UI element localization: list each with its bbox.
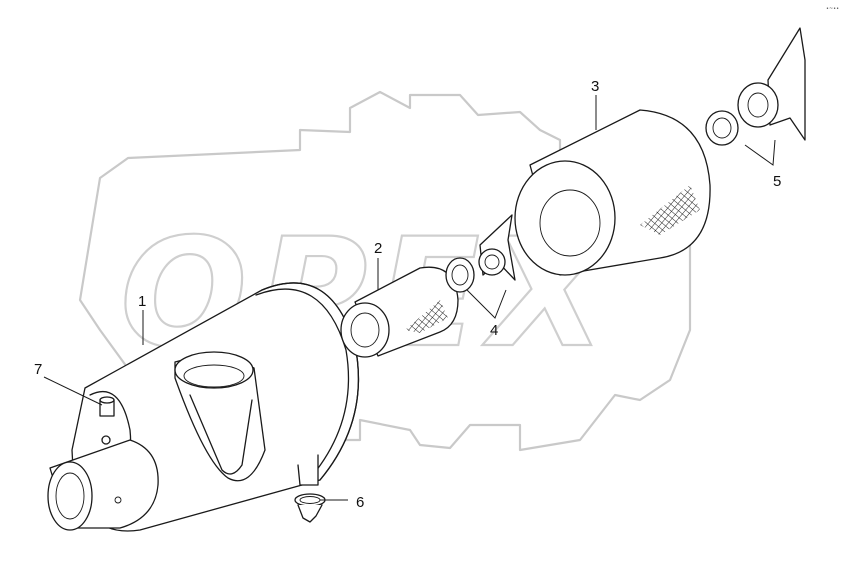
leader-5: [744, 139, 776, 166]
part-2-inner-filter: [340, 266, 459, 358]
callout-1: 1: [138, 293, 146, 310]
callout-labels: 1 2 3 4 5 6 7: [34, 78, 781, 511]
leader-4: [466, 289, 507, 319]
corner-mark: •~••: [826, 6, 839, 12]
callout-3: 3: [591, 78, 599, 95]
callout-5: 5: [773, 173, 781, 190]
part-5-seal-and-wing-nut: [705, 27, 806, 146]
callout-7: 7: [34, 361, 42, 378]
callout-2: 2: [374, 240, 382, 257]
part-1-housing: [47, 282, 360, 532]
part-4-seal-and-wing-nut: [445, 214, 516, 293]
leader-7: [43, 376, 103, 406]
leader-lines: [43, 95, 776, 501]
callout-6: 6: [356, 494, 364, 511]
callout-4: 4: [490, 322, 498, 339]
part-6-dust-valve: [294, 493, 326, 523]
part-3-outer-filter: [514, 109, 711, 276]
